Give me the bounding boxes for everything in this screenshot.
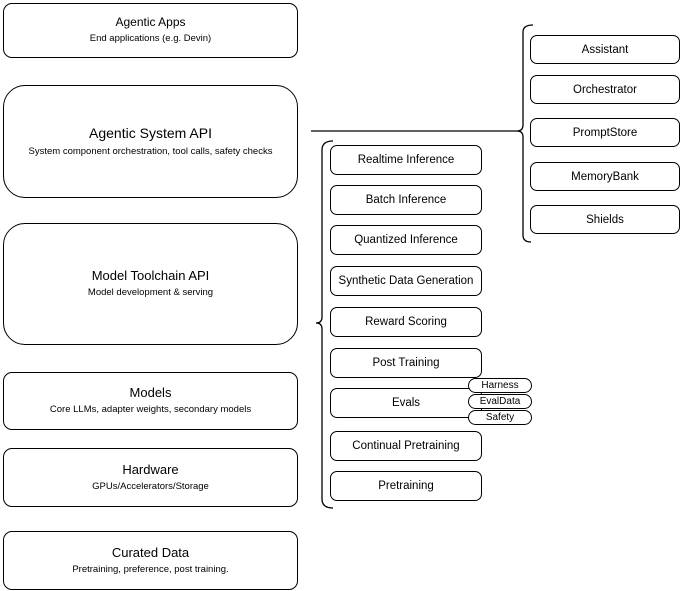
eval-tag-harness: Harness bbox=[468, 378, 532, 393]
capability-continual-pretraining: Continual Pretraining bbox=[330, 431, 482, 461]
layer-curated-data: Curated Data Pretraining, preference, po… bbox=[3, 531, 298, 590]
layer-subtitle: End applications (e.g. Devin) bbox=[89, 33, 212, 45]
eval-tag-safety: Safety bbox=[468, 410, 532, 425]
capability-label: Pretraining bbox=[378, 480, 434, 492]
component-memorybank: MemoryBank bbox=[530, 162, 680, 191]
capability-label: Post Training bbox=[372, 357, 440, 369]
capability-quantized-inference: Quantized Inference bbox=[330, 225, 482, 255]
component-assistant: Assistant bbox=[530, 35, 680, 64]
layer-title: Agentic System API bbox=[89, 125, 212, 142]
capability-post-training: Post Training bbox=[330, 348, 482, 378]
capability-label: Evals bbox=[391, 397, 421, 409]
layer-model-toolchain-api: Model Toolchain API Model development & … bbox=[3, 223, 298, 345]
layer-title: Hardware bbox=[122, 461, 179, 477]
system-components-brace bbox=[516, 24, 534, 243]
component-label: MemoryBank bbox=[571, 170, 639, 183]
layer-title: Model Toolchain API bbox=[91, 268, 210, 284]
layer-models: Models Core LLMs, adapter weights, secon… bbox=[3, 372, 298, 430]
capability-label: Realtime Inference bbox=[357, 154, 455, 166]
layer-subtitle: GPUs/Accelerators/Storage bbox=[92, 480, 209, 492]
layer-subtitle: Pretraining, preference, post training. bbox=[72, 563, 229, 575]
component-label: Shields bbox=[586, 213, 624, 226]
component-label: Orchestrator bbox=[573, 83, 637, 96]
capability-reward-scoring: Reward Scoring bbox=[330, 307, 482, 337]
eval-tag-label: EvalData bbox=[479, 396, 521, 407]
component-label: PromptStore bbox=[572, 126, 638, 139]
component-promptstore: PromptStore bbox=[530, 118, 680, 147]
layer-subtitle: Model development & serving bbox=[87, 287, 214, 299]
component-label: Assistant bbox=[581, 43, 629, 56]
capability-synthetic-data-generation: Synthetic Data Generation bbox=[330, 266, 482, 296]
layer-title: Curated Data bbox=[111, 544, 190, 560]
capability-label: Quantized Inference bbox=[354, 234, 458, 246]
toolchain-brace bbox=[315, 140, 334, 509]
layer-subtitle: Core LLMs, adapter weights, secondary mo… bbox=[49, 404, 252, 416]
eval-tag-label: Harness bbox=[481, 380, 519, 391]
layer-title: Agentic Apps bbox=[115, 15, 186, 30]
layer-subtitle: System component orchestration, tool cal… bbox=[28, 145, 273, 157]
eval-tag-label: Safety bbox=[485, 412, 515, 423]
layer-agentic-apps: Agentic Apps End applications (e.g. Devi… bbox=[3, 3, 298, 58]
layer-title: Models bbox=[129, 385, 172, 401]
layer-agentic-system-api: Agentic System API System component orch… bbox=[3, 85, 298, 198]
component-orchestrator: Orchestrator bbox=[530, 75, 680, 104]
capability-evals: Evals bbox=[330, 388, 482, 418]
component-shields: Shields bbox=[530, 205, 680, 234]
capability-label: Reward Scoring bbox=[365, 316, 447, 328]
capability-label: Batch Inference bbox=[365, 194, 447, 206]
layer-hardware: Hardware GPUs/Accelerators/Storage bbox=[3, 448, 298, 507]
eval-tag-evaldata: EvalData bbox=[468, 394, 532, 409]
capability-batch-inference: Batch Inference bbox=[330, 185, 482, 215]
capability-pretraining: Pretraining bbox=[330, 471, 482, 501]
capability-realtime-inference: Realtime Inference bbox=[330, 145, 482, 175]
capability-label: Synthetic Data Generation bbox=[338, 275, 474, 287]
capability-label: Continual Pretraining bbox=[352, 440, 460, 452]
